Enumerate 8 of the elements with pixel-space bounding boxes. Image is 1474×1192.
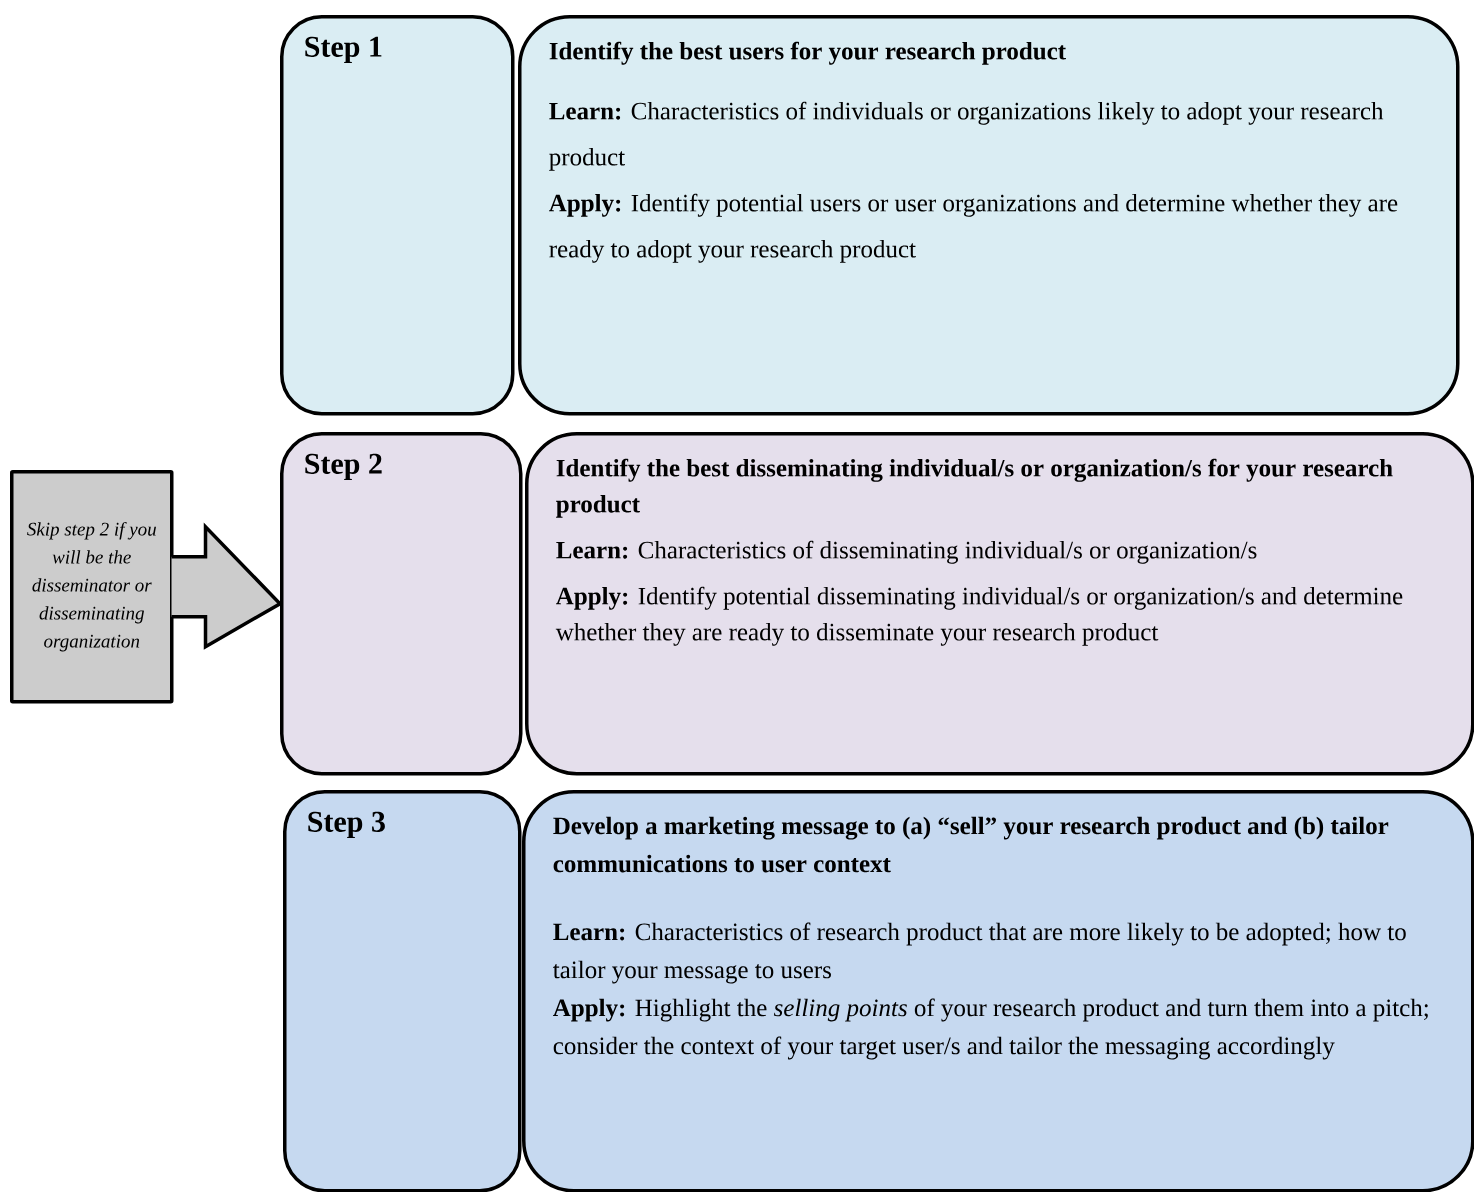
step-box: Step 3 <box>283 790 522 1192</box>
step-box: Step 2 <box>280 432 523 776</box>
content-box: Identify the best users for your research product Learn: Characteristics of individuals or organizations likely to adopt your research product Apply: Identify potential users or user organizations and determine whether they are ready to adopt your research product <box>518 15 1460 416</box>
step-box: Step 1 <box>280 15 515 416</box>
content-box: Identify the best disseminating individual/s or organization/s for your research product Learn: Characteristics of disseminating individual/s or organization/s Apply: Identify potential disseminating individual/s or organization/s and determine whether they are ready to disseminate your research product <box>525 432 1474 776</box>
content-box: Develop a marketing message to (a) “sell” your research product and (b) tailor communications to user context Learn: Characteristics of research product that are more likely to be adopted; how to tailor your message to users Apply: Highlight the selling points of your research product and turn them into a pitch; consider the context of your target user/s and tailor the messaging accordingly <box>522 790 1474 1192</box>
callout-box: Skip step 2 if you will be the disseminator or disseminating organization <box>10 470 174 704</box>
block-arrow <box>169 522 283 650</box>
